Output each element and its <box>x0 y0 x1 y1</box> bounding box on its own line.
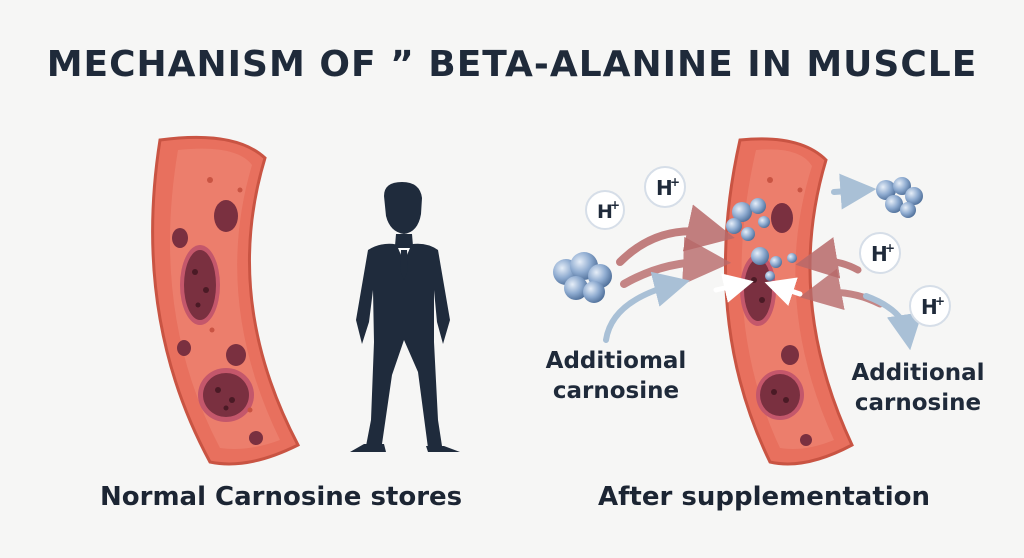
h-ion-4-charge: + <box>935 294 945 308</box>
arrow-label-left <box>603 271 690 343</box>
h-ion-1-charge: + <box>610 198 620 212</box>
arrow-in-middle <box>620 236 732 288</box>
h-ion-1: H + <box>585 190 625 230</box>
h-ion-4: H + <box>909 285 951 327</box>
arrow-white-left <box>713 273 754 303</box>
label-additional-carnosine-right: Additional carnosine <box>851 360 985 416</box>
h-ion-3: H + <box>859 232 901 274</box>
h-ion-3-charge: + <box>885 241 895 255</box>
arrow-in-top <box>616 204 735 266</box>
h-ion-2: H + <box>644 166 686 208</box>
carnosine-cluster-inside <box>726 198 797 281</box>
h-ion-4-symbol: H <box>921 295 938 319</box>
arrow-white-right <box>764 277 803 306</box>
h-ion-2-charge: + <box>670 175 680 189</box>
muscle-fiber-left <box>151 135 301 466</box>
arrow-to-right-label <box>863 293 923 351</box>
muscle-fiber-right <box>723 137 854 466</box>
h-ion-1-symbol: H <box>597 201 613 223</box>
arrow-h-in-right-top <box>795 237 862 279</box>
label-additional-carnosine-left: Additiomal carnosine <box>545 348 687 404</box>
nucleus-group-left <box>172 177 263 445</box>
h-ion-3-symbol: H <box>871 242 888 266</box>
arrow-out-right <box>831 173 877 210</box>
arrows <box>603 173 923 351</box>
caption-normal-stores: Normal Carnosine stores <box>100 482 463 512</box>
diagram-title: MECHANISM OF ” BETA-ALANINE IN MUSCLE <box>46 44 978 85</box>
carnosine-cluster-left <box>553 252 612 303</box>
h-ion-2-symbol: H <box>656 176 673 200</box>
caption-after-supplementation: After supplementation <box>598 482 931 512</box>
person-silhouette <box>350 182 460 452</box>
carnosine-cluster-right <box>876 177 923 218</box>
